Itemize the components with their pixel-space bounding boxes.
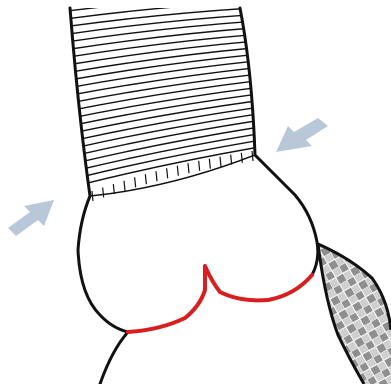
seam-tick bbox=[156, 171, 157, 181]
ring-line bbox=[60, 133, 265, 175]
left-compression-arrow-icon bbox=[8, 200, 54, 236]
seam-tick bbox=[92, 191, 93, 201]
seam-tick bbox=[167, 168, 168, 178]
organ-outline bbox=[70, 8, 318, 384]
seam-tick bbox=[145, 174, 146, 184]
ring-line bbox=[60, 67, 265, 97]
ring-line bbox=[60, 113, 265, 151]
seam-tick bbox=[209, 159, 210, 169]
seam-tick bbox=[188, 163, 189, 173]
seam-tick bbox=[241, 153, 242, 163]
ring-line bbox=[60, 1, 265, 20]
seam-tick bbox=[135, 177, 136, 187]
mesh-structure bbox=[318, 244, 391, 384]
ring-line bbox=[60, 73, 265, 105]
seam-tick bbox=[124, 181, 125, 191]
ring-line bbox=[60, 14, 265, 35]
seam-tick bbox=[220, 157, 221, 167]
ring-line bbox=[60, 0, 265, 12]
ringed-tube bbox=[60, 0, 265, 190]
seam-tick bbox=[252, 151, 253, 161]
seam-tick bbox=[177, 166, 178, 176]
ring-line bbox=[60, 120, 265, 159]
ring-line bbox=[60, 139, 265, 182]
seam-tick bbox=[103, 188, 104, 198]
suture-line bbox=[128, 266, 312, 332]
ring-line bbox=[60, 7, 265, 27]
ring-line bbox=[60, 60, 265, 89]
seam-tick bbox=[199, 161, 200, 171]
ring-line bbox=[60, 126, 265, 167]
right-compression-arrow-icon bbox=[276, 118, 328, 152]
